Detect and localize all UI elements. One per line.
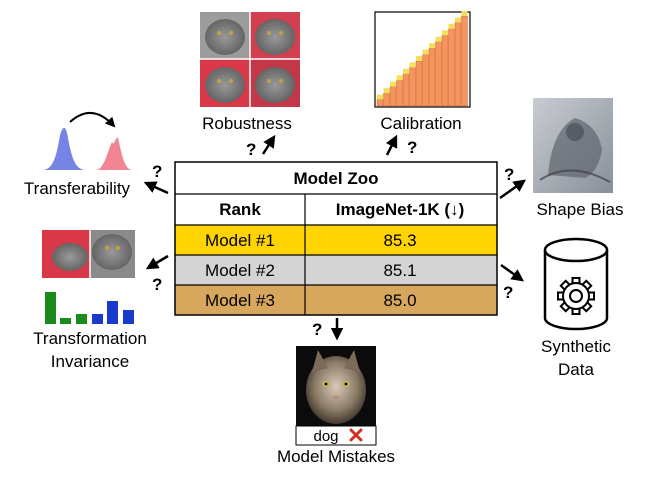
calibration-bar <box>396 80 403 107</box>
transferability-plot <box>42 112 132 170</box>
transformation-invariance-image <box>42 230 135 324</box>
calibration-chart <box>374 11 471 108</box>
table-header-row <box>175 194 497 225</box>
question-mark: ? <box>504 165 514 184</box>
calibration-gap <box>442 30 448 36</box>
row-1-rank: Model #1 <box>205 231 275 250</box>
calibration-gap <box>416 56 422 61</box>
table-title: Model Zoo <box>294 169 379 188</box>
row-1-score: 85.3 <box>383 231 416 250</box>
calibration-bar <box>454 22 462 107</box>
calibration-bar <box>435 41 442 107</box>
row-3-rank: Model #3 <box>205 291 275 310</box>
model-zoo-table: Model Zoo Rank ImageNet-1K (↓) Model #1 … <box>174 161 498 316</box>
calibration-bar <box>409 67 416 107</box>
transformation-invariance-label-line1: Transformation <box>33 329 147 348</box>
arrow-shape-bias <box>499 179 527 200</box>
table-row-silver <box>175 255 497 285</box>
calibration-bar <box>461 15 468 107</box>
question-mark: ? <box>152 162 162 181</box>
shape-bias-label: Shape Bias <box>537 200 624 219</box>
model-mistakes-image <box>295 346 377 446</box>
synthetic-data-label-line1: Synthetic <box>541 337 611 356</box>
arrow-synthetic-data <box>500 263 525 282</box>
row-2-score: 85.1 <box>383 261 416 280</box>
calibration-gap <box>377 94 383 100</box>
question-mark: ? <box>246 140 256 159</box>
calibration-bar <box>422 54 429 107</box>
calibration-gap <box>435 36 442 42</box>
gear-icon <box>557 277 595 315</box>
calibration-gap <box>455 17 461 23</box>
calibration-gap <box>461 11 468 16</box>
calibration-gap <box>396 75 403 81</box>
question-mark: ? <box>407 138 417 157</box>
calibration-bar <box>376 99 384 107</box>
calibration-bar <box>389 86 397 107</box>
arrow-transformation-invariance <box>145 254 169 270</box>
calibration-bar <box>428 47 436 107</box>
arrow-transferability <box>143 181 169 195</box>
question-mark: ? <box>503 283 513 302</box>
calibration-gap <box>403 68 409 74</box>
cross-icon <box>349 428 363 442</box>
column-header-imagenet: ImageNet-1K (↓) <box>336 200 464 219</box>
table-row-gold <box>175 225 497 255</box>
calibration-bar <box>415 60 423 107</box>
mistake-caption: dog <box>313 428 338 445</box>
calibration-gap <box>383 88 390 94</box>
shape-bias-image <box>533 98 613 193</box>
arrow-calibration <box>385 134 398 156</box>
model-mistakes-label: Model Mistakes <box>277 447 395 466</box>
question-mark: ? <box>152 275 162 294</box>
table-row-bronze <box>175 285 497 315</box>
arrow-robustness <box>261 134 276 155</box>
calibration-bar <box>441 35 449 107</box>
calibration-bar <box>383 92 390 107</box>
calibration-gap <box>390 81 396 87</box>
row-3-score: 85.0 <box>383 291 416 310</box>
question-mark: ? <box>312 320 322 339</box>
calibration-gap <box>448 23 455 29</box>
robustness-image <box>200 12 300 107</box>
synthetic-data-label-line2: Data <box>558 360 594 379</box>
calibration-gap <box>422 49 429 55</box>
calibration-gap <box>429 43 435 49</box>
calibration-label: Calibration <box>380 114 461 133</box>
calibration-bar <box>402 73 410 107</box>
calibration-bar <box>448 28 455 107</box>
robustness-label: Robustness <box>202 114 292 133</box>
row-2-rank: Model #2 <box>205 261 275 280</box>
transformation-invariance-label-line2: Invariance <box>51 352 129 371</box>
table-title-cell <box>175 162 497 194</box>
calibration-gap <box>409 62 416 68</box>
transferability-label: Transferability <box>24 179 131 198</box>
column-header-rank: Rank <box>219 200 261 219</box>
